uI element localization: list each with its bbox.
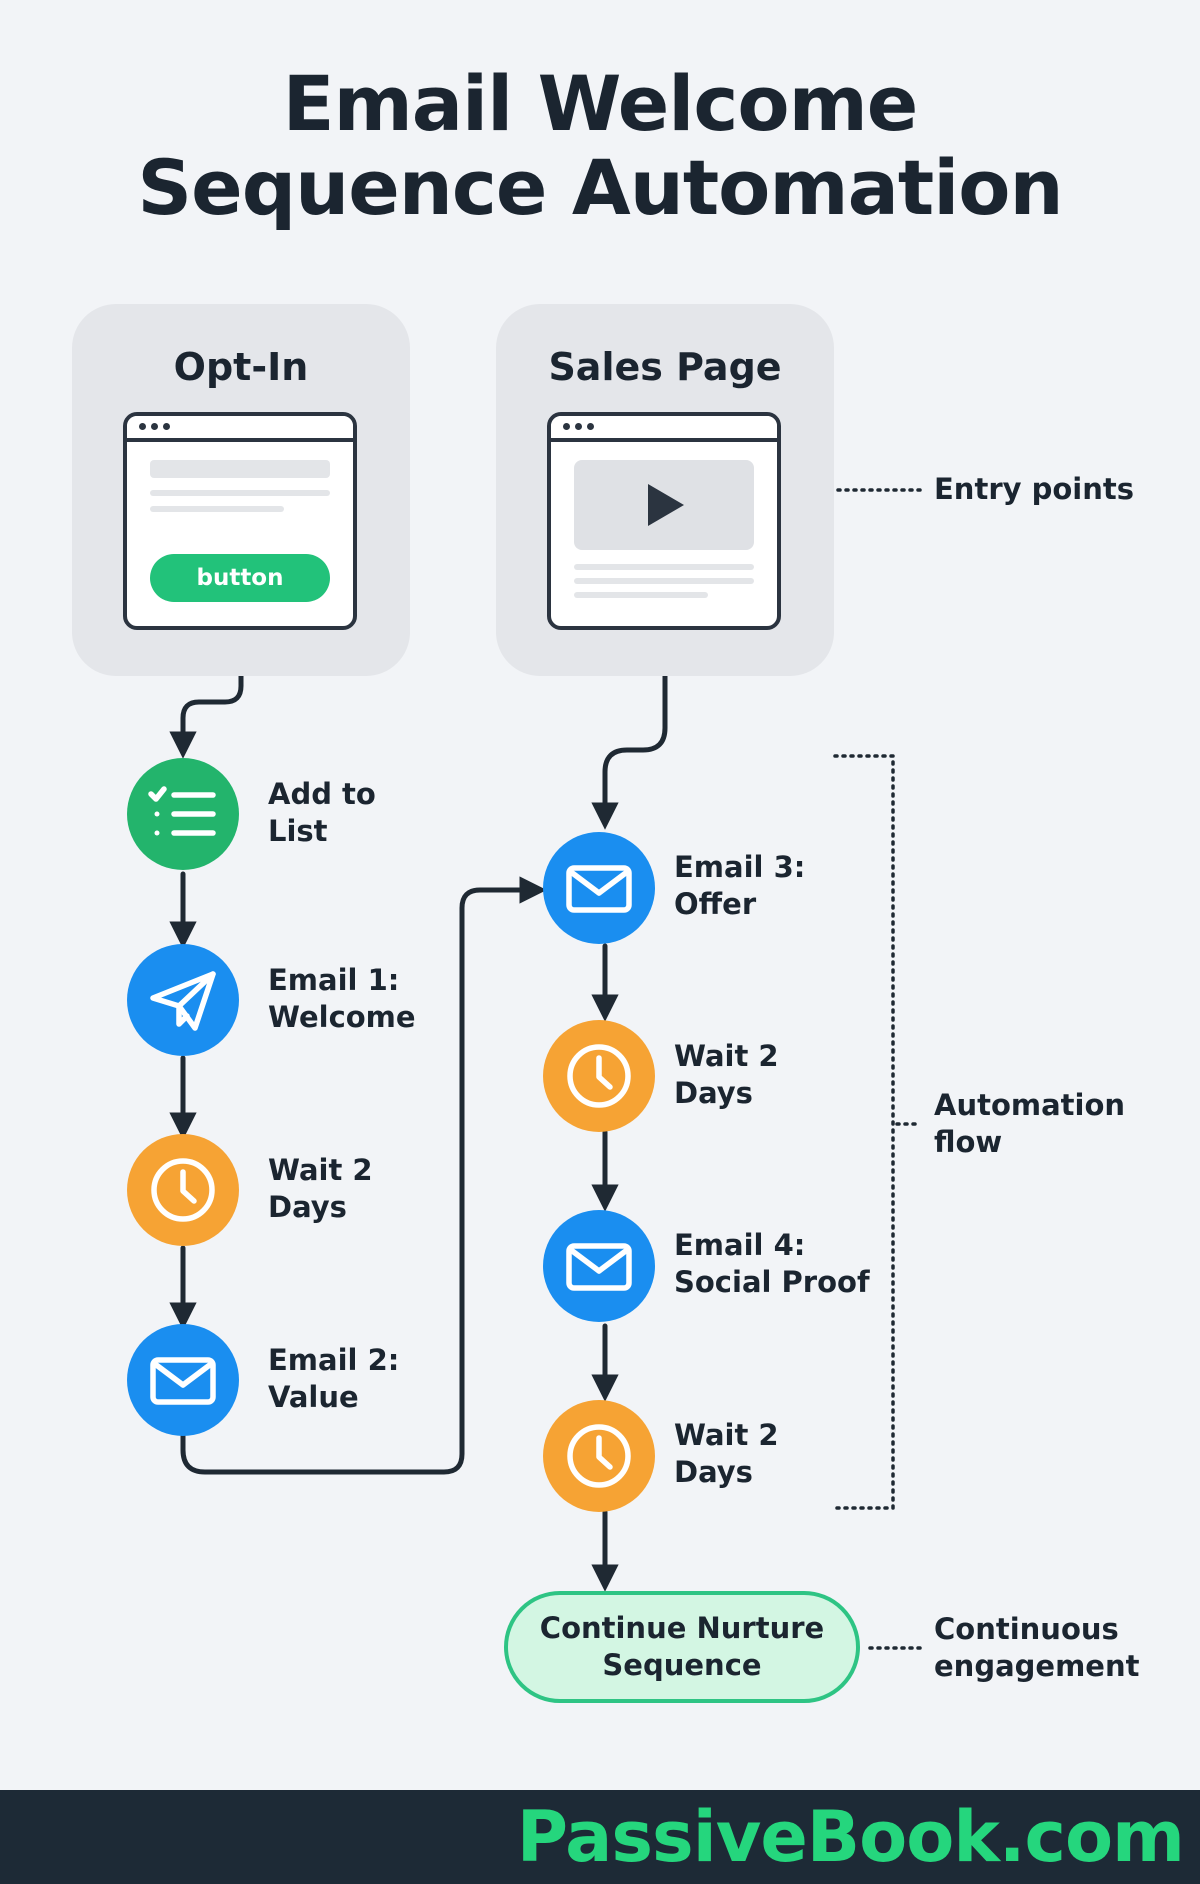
email-2-label: Email 2: Value [268, 1343, 400, 1414]
window-dot-icon [563, 423, 570, 430]
checklist-icon [148, 786, 216, 836]
footer-bar: PassiveBook.com [0, 1790, 1200, 1884]
video-thumbnail [574, 460, 754, 550]
page-title: Email Welcome Sequence Automation [0, 62, 1200, 230]
sales-page-card: Sales Page [496, 304, 834, 676]
window-dot-icon [575, 423, 582, 430]
automation-bracket [833, 754, 895, 1510]
connector-email2-to-email3 [180, 876, 547, 1475]
add-to-list-node [127, 758, 239, 870]
continuous-engagement-annotation: Continuous engagement [934, 1612, 1140, 1683]
add-to-list-label: Add to List [268, 777, 376, 848]
opt-in-button: button [150, 554, 330, 602]
browser-bar [127, 416, 353, 442]
wait-left-label: Wait 2 Days [268, 1153, 373, 1224]
placeholder-line [150, 506, 284, 512]
email-4-label: Email 4: Social Proof [674, 1228, 870, 1299]
wait-right-1-label: Wait 2 Days [674, 1039, 779, 1110]
wait-right-2-node [543, 1400, 655, 1512]
opt-in-title: Opt-In [173, 345, 309, 389]
email-4-node [543, 1210, 655, 1322]
envelope-icon [150, 1357, 216, 1405]
opt-in-card: Opt-In button [72, 304, 410, 676]
continue-nurture-pill: Continue Nurture Sequence [504, 1591, 860, 1703]
placeholder-block [150, 460, 330, 478]
window-dot-icon [139, 423, 146, 430]
email-3-label: Email 3: Offer [674, 850, 806, 921]
opt-in-browser-window: button [123, 412, 357, 630]
envelope-icon [566, 865, 632, 913]
envelope-icon [566, 1243, 632, 1291]
window-dot-icon [163, 423, 170, 430]
placeholder-line [574, 578, 754, 584]
placeholder-line [574, 592, 708, 598]
entry-points-annotation: Entry points [934, 472, 1135, 506]
wait-left-node [127, 1134, 239, 1246]
automation-flow-annotation: Automation flow [934, 1088, 1126, 1159]
clock-icon [567, 1044, 631, 1108]
clock-icon [567, 1424, 631, 1488]
title-line-2: Sequence Automation [137, 143, 1063, 232]
email-2-node [127, 1324, 239, 1436]
email-1-node [127, 944, 239, 1056]
placeholder-line [150, 490, 330, 496]
sales-page-title: Sales Page [548, 345, 782, 389]
sales-page-browser-window [547, 412, 781, 630]
wait-right-1-node [543, 1020, 655, 1132]
play-icon [648, 484, 684, 526]
brand-logo-text: PassiveBook.com [516, 1796, 1185, 1878]
wait-right-2-label: Wait 2 Days [674, 1418, 779, 1489]
window-dot-icon [151, 423, 158, 430]
clock-icon [151, 1158, 215, 1222]
window-dot-icon [587, 423, 594, 430]
placeholder-line [574, 564, 754, 570]
title-line-1: Email Welcome [282, 59, 919, 148]
paper-plane-icon [150, 971, 216, 1031]
email-1-label: Email 1: Welcome [268, 963, 416, 1034]
connector-sales-to-email3 [591, 673, 668, 830]
browser-bar [551, 416, 777, 442]
connector-optin-to-add-list [169, 673, 244, 759]
email-3-node [543, 832, 655, 944]
